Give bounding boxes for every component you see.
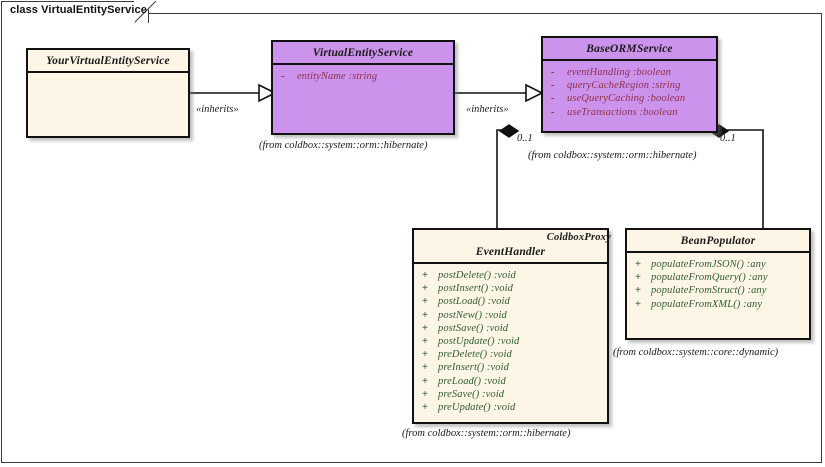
method-row: + preLoad() :void (422, 375, 603, 388)
diagram-frame-border (1, 13, 822, 463)
method-row: + postDelete() :void (422, 269, 603, 282)
member-signature: preLoad() :void (438, 375, 506, 387)
connector-label-inherits-left: «inherits» (196, 104, 239, 115)
member-signature: postDelete() :void (438, 270, 516, 281)
class-box-virtual-entity-service[interactable]: VirtualEntityService - entityName :string (271, 40, 455, 135)
class-name-virtual-entity-service: VirtualEntityService (273, 42, 453, 65)
package-note-event-handler: (from coldbox::system::orm::hibernate) (402, 428, 571, 439)
method-row: + postInsert() :void (422, 282, 603, 295)
visibility-marker: - (551, 106, 555, 118)
method-row: + preUpdate() :void (422, 401, 603, 414)
method-row: + preDelete() :void (422, 348, 603, 361)
multiplicity-label-left: 0..1 (517, 133, 533, 144)
class-name-text: EventHandler (475, 246, 546, 258)
class-name-base-orm-service: BaseORMService (543, 38, 716, 61)
attribute-row: - entityName :string (281, 70, 449, 83)
package-note-bean-populator: (from coldbox::system::core::dynamic) (613, 347, 779, 358)
member-signature: populateFromXML() :any (651, 298, 763, 310)
method-row: + postNew() :void (422, 309, 603, 322)
stereotype-label-event-handler: ColdboxProxy (546, 232, 611, 243)
diagram-frame-tab-corner-icon (134, 1, 157, 24)
member-signature: useTransactions :boolean (567, 106, 678, 118)
method-row: + postSave() :void (422, 322, 603, 335)
class-members-base-orm-service: -eventHandling :boolean -queryCacheRegio… (543, 61, 716, 123)
member-signature: queryCacheRegion :string (567, 80, 681, 92)
member-signature: preDelete() :void (438, 349, 512, 361)
class-members-bean-populator: + populateFromJSON() :any + populateFromQu… (627, 253, 809, 315)
member-signature: populateFromStruct() :any (651, 285, 767, 297)
class-box-base-orm-service[interactable]: BaseORMService - eventHandling :boolean -… (541, 36, 718, 133)
member-signature: postSave() :void (438, 322, 509, 334)
class-name-your-virtual-entity-service: YourVirtualEntityService (28, 50, 188, 73)
visibility-marker: - (281, 71, 285, 82)
class-members-your-virtual-entity-service (28, 73, 188, 82)
visibility-marker: + (422, 296, 429, 308)
method-row: + postLoad() :void (422, 295, 603, 308)
member-signature: postUpdate() :void (438, 336, 520, 348)
member-signature: populateFromJSON() :any (651, 259, 766, 270)
member-signature: postInsert() :void (438, 283, 513, 295)
attribute-row: - eventHandling :boolean (551, 66, 712, 79)
attribute-row: -useTransactions :boolean (551, 106, 712, 119)
diagram-title: class VirtualEntityService (10, 4, 147, 16)
visibility-marker: + (422, 336, 429, 348)
package-note-virtual-entity-service: (from coldbox::system::orm::hibernate) (259, 140, 428, 151)
visibility-marker: + (422, 270, 429, 281)
member-signature: postNew() :void (438, 309, 507, 321)
visibility-marker: + (422, 349, 429, 361)
class-name-event-handler: ColdboxProxy EventHandler (414, 230, 611, 264)
visibility-marker: - (551, 80, 555, 92)
visibility-marker: + (422, 283, 429, 295)
multiplicity-label-right: 0..1 (720, 133, 736, 144)
method-row: + preInsert() :void (422, 361, 603, 374)
member-signature: entityName :string (297, 71, 378, 82)
attribute-row: -useQueryCaching :boolean (551, 92, 712, 105)
member-signature: preSave() :void (438, 388, 505, 400)
member-signature: useQueryCaching :boolean (567, 93, 686, 105)
class-box-event-handler[interactable]: ColdboxProxy EventHandler + postDelete() … (412, 228, 611, 424)
class-name-bean-populator: BeanPopulator (627, 230, 809, 253)
member-signature: preInsert() :void (438, 362, 509, 374)
method-row: + postUpdate() :void (422, 335, 603, 348)
class-members-event-handler: +postDelete() :void +postInsert() :void … (414, 264, 607, 418)
visibility-marker: - (551, 93, 555, 105)
class-box-your-virtual-entity-service[interactable]: YourVirtualEntityService (26, 48, 190, 138)
visibility-marker: + (635, 259, 642, 270)
member-signature: populateFromQuery() :any (651, 272, 768, 284)
method-row: + populateFromXML() :any (635, 298, 805, 311)
connector-label-inherits-right: «inherits» (466, 104, 509, 115)
visibility-marker: + (422, 309, 429, 321)
visibility-marker: + (422, 375, 429, 387)
package-note-base-orm-service: (from coldbox::system::orm::hibernate) (528, 150, 697, 161)
method-row: + preSave() :void (422, 388, 603, 401)
visibility-marker: + (422, 402, 429, 414)
class-members-virtual-entity-service: - entityName :string (273, 65, 453, 87)
member-signature: eventHandling :boolean (567, 67, 671, 78)
visibility-marker: + (635, 298, 642, 310)
method-row: + populateFromJSON() :any (635, 258, 805, 271)
class-box-bean-populator[interactable]: BeanPopulator + populateFromJSON() :any +… (625, 228, 811, 340)
visibility-marker: - (551, 67, 555, 78)
attribute-row: -queryCacheRegion :string (551, 79, 712, 92)
visibility-marker: + (635, 285, 642, 297)
member-signature: postLoad() :void (438, 296, 510, 308)
visibility-marker: + (635, 272, 642, 284)
method-row: + populateFromStruct() :any (635, 284, 805, 297)
method-row: + populateFromQuery() :any (635, 271, 805, 284)
visibility-marker: + (422, 362, 429, 374)
visibility-marker: + (422, 322, 429, 334)
visibility-marker: + (422, 388, 429, 400)
diagram-frame-tab (1, 1, 149, 23)
member-signature: preUpdate() :void (438, 402, 516, 414)
